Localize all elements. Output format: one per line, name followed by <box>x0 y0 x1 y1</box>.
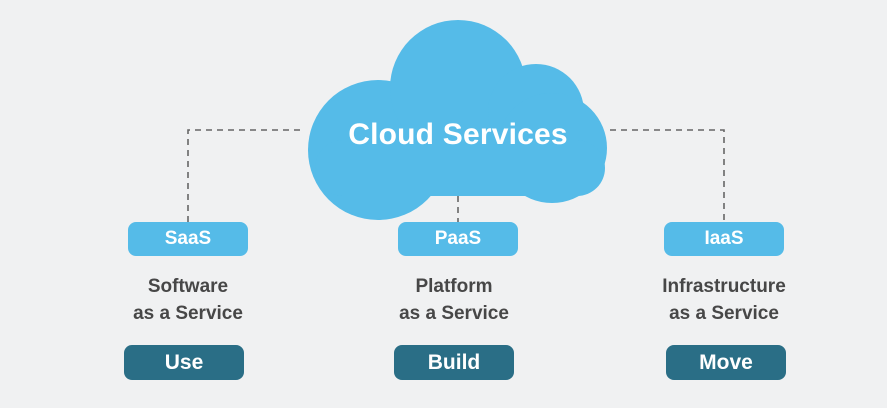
iaas-desc-line1: Infrastructure <box>662 276 786 297</box>
use-button[interactable]: Use <box>124 345 244 380</box>
paas-desc-line1: Platform <box>415 276 493 297</box>
saas-desc-line1: Software <box>147 276 229 297</box>
paas-badge: PaaS <box>398 222 518 256</box>
saas-desc-line2: as a Service <box>133 303 243 324</box>
move-button[interactable]: Move <box>666 345 786 380</box>
iaas-desc-line2: as a Service <box>669 303 779 324</box>
saas-description: Software as a Service <box>88 273 288 327</box>
build-button[interactable]: Build <box>394 345 514 380</box>
paas-description: Platform as a Service <box>354 273 554 327</box>
cloud-services-title: Cloud Services <box>348 118 568 151</box>
saas-badge: SaaS <box>128 222 248 256</box>
iaas-badge: IaaS <box>664 222 784 256</box>
iaas-description: Infrastructure as a Service <box>624 273 824 327</box>
connector-iaas <box>610 129 725 222</box>
paas-desc-line2: as a Service <box>399 303 509 324</box>
connector-saas <box>187 129 305 222</box>
cloud-icon <box>308 20 607 220</box>
